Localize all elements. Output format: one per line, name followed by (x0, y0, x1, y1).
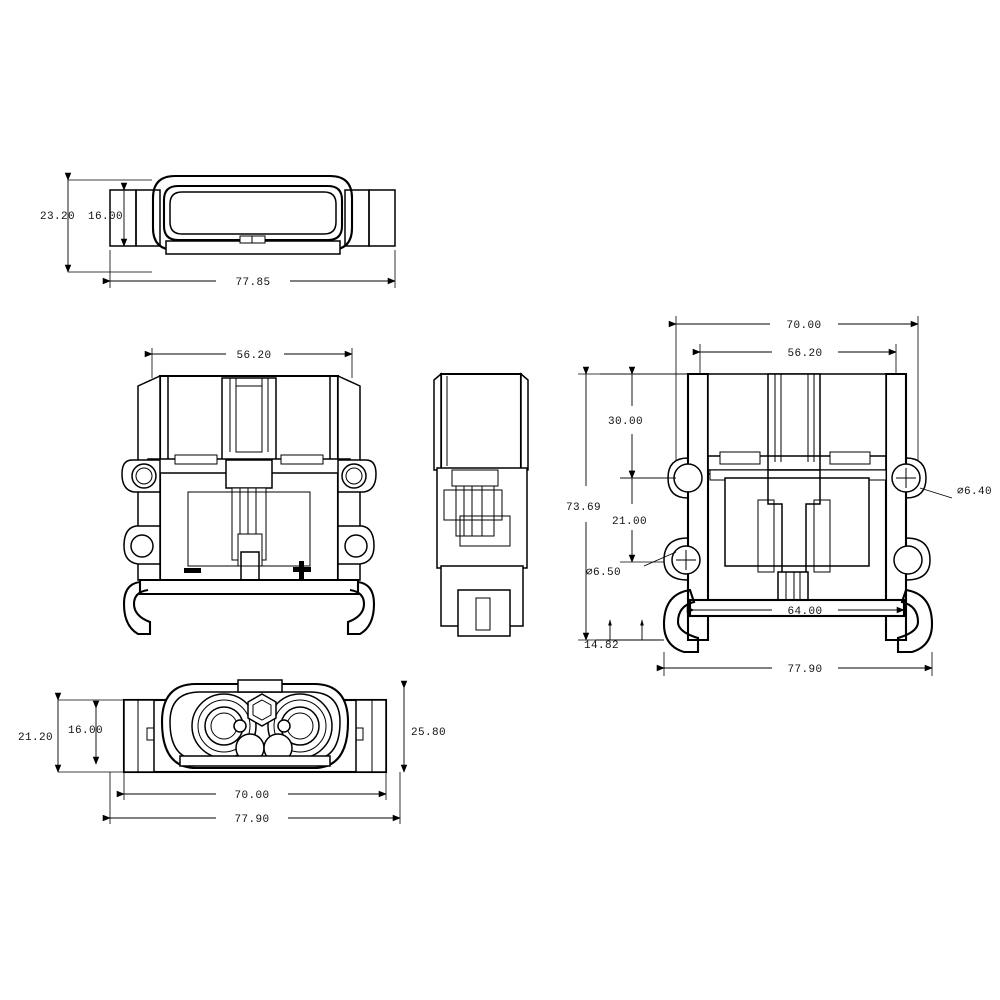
front-upper-right-ear (337, 459, 377, 493)
section-lower-right-hole (893, 545, 923, 575)
bottom-top-tab (237, 679, 283, 693)
dim-21-00: 21.00 (612, 470, 676, 563)
dim-label-56-20-front: 56.20 (236, 350, 271, 362)
dim-label-73-69: 73.69 (566, 502, 601, 514)
dim-21-20: 21.20 (18, 692, 124, 773)
dim-56-20-sec: 56.20 (692, 344, 897, 374)
negative-terminal-mark (184, 568, 201, 573)
bottom-right-block (355, 699, 387, 773)
top-base-lip (165, 240, 341, 255)
bottom-right-notch (355, 727, 364, 741)
section-upper-left-hole (673, 463, 703, 493)
side-latch-d (459, 515, 511, 547)
positive-terminal-mark (293, 561, 311, 579)
bottom-view: 21.20 16.00 25.80 70.00 77.90 (18, 679, 446, 826)
front-lower-left-hole (130, 534, 154, 558)
dim-14-82: 14.82 (584, 619, 664, 652)
bottom-signal-pin-right (277, 719, 291, 733)
side-plug-slot (475, 597, 491, 631)
dim-label-21-00: 21.00 (612, 516, 647, 528)
dim-16-00-bot: 16.00 (68, 700, 103, 765)
dim-64-00: 64.00 (686, 606, 905, 618)
front-flange-left-tab (174, 454, 218, 465)
dim-label-77-85: 77.85 (235, 277, 270, 289)
side-upper-left-lip (433, 372, 442, 471)
bottom-left-block (123, 699, 155, 773)
front-view: 56.20 (121, 348, 377, 636)
section-shelf-tab-left (719, 451, 761, 465)
side-upper-body (439, 372, 523, 472)
front-left-hook-clip (122, 580, 152, 636)
front-lower-left-ear (123, 525, 161, 565)
section-view: 70.00 56.20 30.00 73.69 (566, 316, 992, 676)
bottom-hex-feature (247, 693, 277, 727)
dim-label-23-20: 23.20 (40, 211, 75, 223)
leader-label-dia-6-40: ⌀6.40 (957, 486, 992, 498)
top-view: 23.20 16.00 77.85 (40, 172, 396, 289)
section-upper-right-boss (891, 457, 927, 499)
section-center-column (767, 373, 821, 471)
top-left-block-inner (135, 189, 161, 247)
section-lower-block (724, 477, 870, 567)
leader-label-dia-6-50: ⌀6.50 (586, 567, 621, 579)
bottom-signal-pin-left (233, 719, 247, 733)
bottom-left-notch (146, 727, 155, 741)
dim-16-00-top: 16.00 (88, 182, 128, 247)
section-shelf-tab-right (829, 451, 871, 465)
section-lower-left-boss (663, 537, 701, 581)
dim-label-70-00-sec: 70.00 (786, 320, 821, 332)
bottom-base-rail (179, 755, 331, 767)
dim-70-00-sec: 70.00 (668, 316, 919, 460)
section-right-wall (884, 372, 908, 642)
dim-label-14-82: 14.82 (584, 640, 619, 652)
dim-77-90-bot: 77.90 (102, 772, 401, 826)
side-latch-c (443, 489, 503, 521)
top-inner-cavity (169, 191, 337, 235)
dim-label-21-20: 21.20 (18, 732, 53, 744)
dim-label-77-90-bot: 77.90 (234, 814, 269, 826)
front-flange-right-tab (280, 454, 324, 465)
dim-56-20-front: 56.20 (144, 348, 353, 378)
side-upper-right-lip (520, 372, 529, 471)
front-lower-right-hole (344, 534, 368, 558)
dim-label-25-80: 25.80 (411, 727, 446, 739)
top-right-block (368, 189, 396, 247)
front-lower-right-ear (337, 525, 375, 565)
front-contact-column (225, 459, 273, 581)
dim-23-20: 23.20 (40, 172, 152, 273)
front-center-tower (221, 377, 277, 469)
leader-dia-6-40: ⌀6.40 (919, 486, 992, 499)
dim-label-16-00-top: 16.00 (88, 211, 123, 223)
side-plug-stem (457, 589, 511, 637)
section-right-hook (896, 588, 934, 654)
top-right-block-inner (344, 189, 370, 247)
side-latch-b (455, 485, 495, 537)
front-retention-bar (138, 578, 360, 596)
section-lower-right-boss (893, 537, 931, 581)
front-upper-left-ear (121, 459, 161, 493)
dim-label-70-00-bot: 70.00 (234, 790, 269, 802)
leader-dia-6-50: ⌀6.50 (586, 551, 677, 579)
dim-label-56-20-sec: 56.20 (787, 348, 822, 360)
dim-label-16-00-bot: 16.00 (68, 725, 103, 737)
dim-77-85: 77.85 (102, 250, 396, 289)
dim-label-77-90-sec: 77.90 (787, 664, 822, 676)
section-contact-sleeve-r (813, 499, 831, 573)
section-left-hook (662, 588, 700, 654)
dim-label-30-00: 30.00 (608, 416, 643, 428)
dim-70-00-bot: 70.00 (116, 772, 387, 802)
dim-77-90-sec: 77.90 (656, 652, 933, 676)
front-right-hook-clip (346, 580, 376, 636)
dim-label-64-00: 64.00 (787, 606, 822, 618)
dim-25-80: 25.80 (400, 680, 446, 773)
side-view (433, 372, 529, 637)
section-contact-sleeve-l (757, 499, 775, 573)
front-lower-recess (187, 491, 311, 567)
